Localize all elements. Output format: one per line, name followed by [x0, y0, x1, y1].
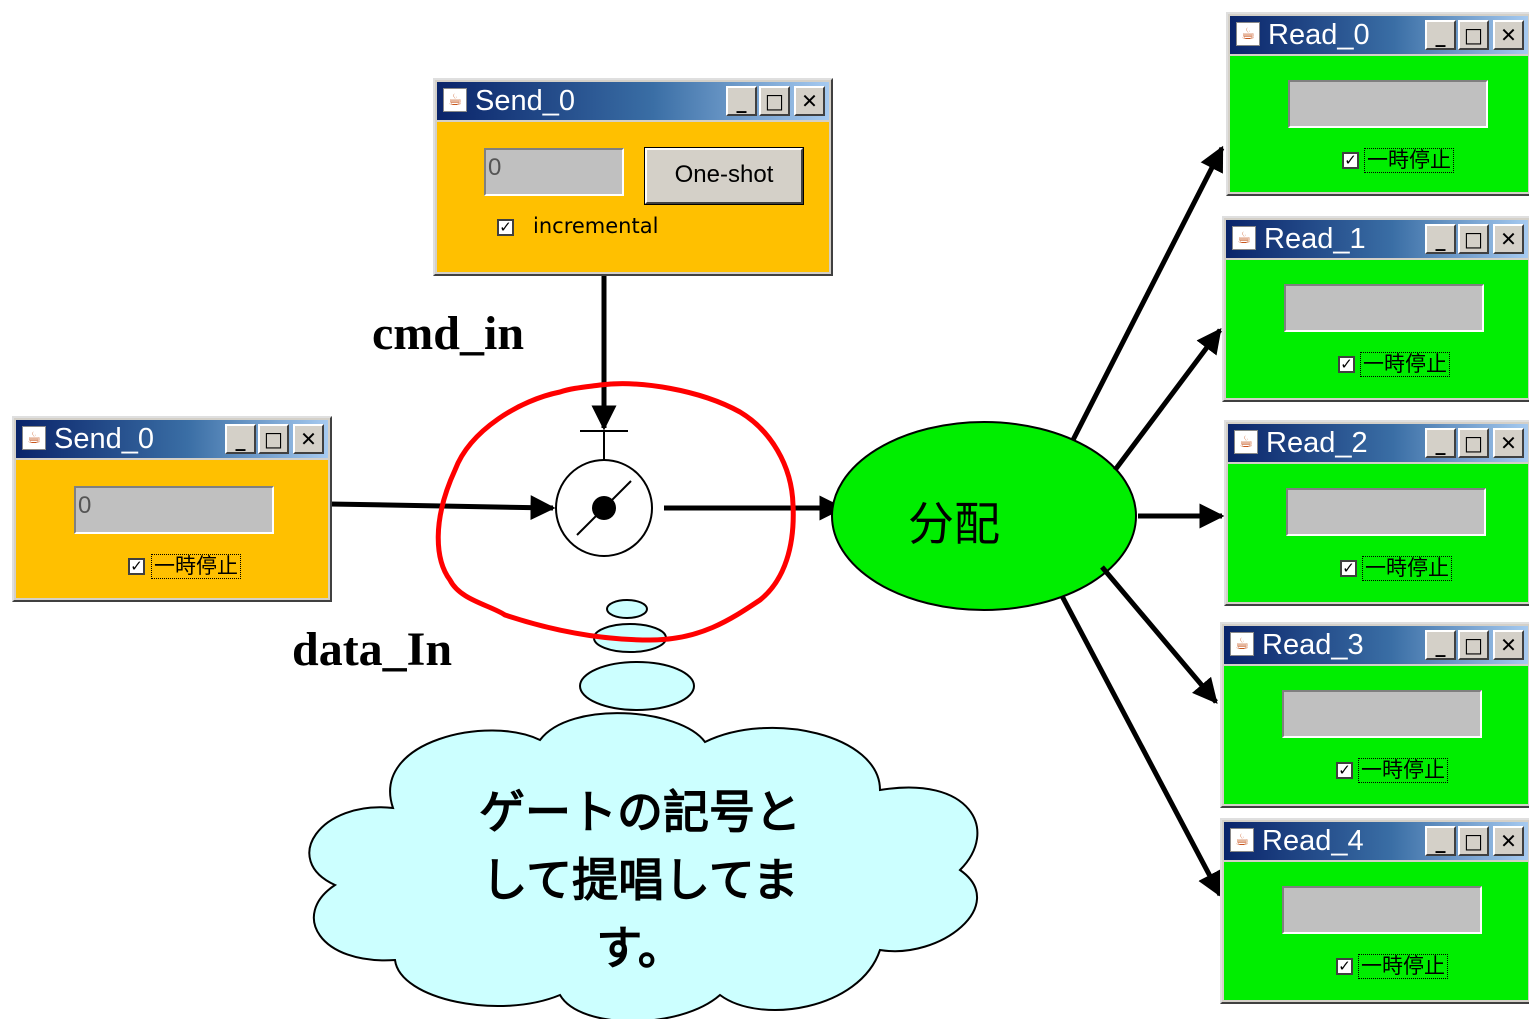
- data-in-label: data_In: [292, 623, 453, 676]
- value-field[interactable]: 0: [74, 486, 274, 534]
- pause-checkbox[interactable]: ✓: [1336, 958, 1353, 975]
- window-title: Read_3: [1262, 629, 1364, 661]
- title-bar[interactable]: ☕ Send_0 _ □ ✕: [16, 420, 328, 458]
- close-button[interactable]: ✕: [1493, 826, 1524, 856]
- cmd-in-label: cmd_in: [372, 307, 525, 360]
- java-cup-icon: ☕: [1234, 430, 1258, 454]
- incremental-checkbox[interactable]: ✓: [497, 219, 514, 236]
- cloud-caption-line-2: して提唱してま: [481, 853, 799, 907]
- thought-bubble-small: [606, 599, 648, 619]
- minimize-button[interactable]: _: [1425, 826, 1456, 856]
- java-cup-icon: ☕: [1232, 226, 1256, 250]
- send-window-top: ☕ Send_0 _ □ ✕ 0 One-shot ✓ incremental: [433, 78, 833, 276]
- value-field: [1282, 690, 1482, 738]
- pause-checkbox[interactable]: ✓: [1338, 356, 1355, 373]
- window-body: ✓ 一時停止: [1224, 862, 1528, 1000]
- window-body: ✓ 一時停止: [1228, 464, 1528, 602]
- value-field[interactable]: 0: [484, 148, 624, 196]
- cloud-shape: [308, 712, 979, 1019]
- value-field: [1288, 80, 1488, 128]
- gate-switch: [576, 480, 632, 536]
- title-bar[interactable]: ☕ Read_0 _ □ ✕: [1230, 16, 1528, 54]
- title-bar[interactable]: ☕ Send_0 _ □ ✕: [437, 82, 829, 120]
- read-window-2: ☕ Read_2 _ □ ✕ ✓ 一時停止: [1224, 420, 1529, 606]
- minimize-button[interactable]: _: [1425, 428, 1456, 458]
- maximize-button[interactable]: □: [1458, 20, 1489, 50]
- thought-bubble-large: [579, 661, 695, 711]
- cloud-caption-line-3: す。: [596, 921, 684, 975]
- fanout-arrow-4: [1059, 594, 1223, 898]
- read-window-4: ☕ Read_4 _ □ ✕ ✓ 一時停止: [1220, 818, 1529, 1004]
- maximize-button[interactable]: □: [258, 424, 289, 454]
- pause-label: 一時停止: [1358, 758, 1448, 783]
- window-title: Read_0: [1268, 19, 1370, 51]
- incremental-label: incremental: [533, 214, 659, 238]
- window-body: 0 ✓ 一時停止: [16, 460, 328, 598]
- pause-label: 一時停止: [1364, 148, 1454, 173]
- pause-label: 一時停止: [151, 554, 241, 579]
- value-field: [1282, 886, 1482, 934]
- pause-checkbox[interactable]: ✓: [1342, 152, 1359, 169]
- close-button[interactable]: ✕: [1493, 20, 1524, 50]
- one-shot-button[interactable]: One-shot: [644, 147, 804, 205]
- window-title: Read_1: [1264, 223, 1366, 255]
- minimize-button[interactable]: _: [1425, 20, 1456, 50]
- window-body: 0 One-shot ✓ incremental: [437, 122, 829, 272]
- title-bar[interactable]: ☕ Read_3 _ □ ✕: [1224, 626, 1528, 664]
- cloud-caption: ゲートの記号と して提唱してま す。: [420, 778, 860, 982]
- maximize-button[interactable]: □: [1458, 630, 1489, 660]
- java-cup-icon: ☕: [1236, 22, 1260, 46]
- title-bar[interactable]: ☕ Read_2 _ □ ✕: [1228, 424, 1528, 462]
- java-cup-icon: ☕: [1230, 632, 1254, 656]
- java-cup-icon: ☕: [1230, 828, 1254, 852]
- value-field: [1284, 284, 1484, 332]
- maximize-button[interactable]: □: [1458, 826, 1489, 856]
- title-bar[interactable]: ☕ Read_1 _ □ ✕: [1226, 220, 1528, 258]
- maximize-button[interactable]: □: [759, 86, 790, 116]
- java-cup-icon: ☕: [22, 426, 46, 450]
- highlight-ring: [435, 381, 796, 643]
- window-title: Read_4: [1262, 825, 1364, 857]
- pause-checkbox[interactable]: ✓: [128, 558, 145, 575]
- close-button[interactable]: ✕: [794, 86, 825, 116]
- value-field: [1286, 488, 1486, 536]
- window-body: ✓ 一時停止: [1226, 260, 1528, 398]
- pause-label: 一時停止: [1360, 352, 1450, 377]
- minimize-button[interactable]: _: [1425, 224, 1456, 254]
- send-window-left: ☕ Send_0 _ □ ✕ 0 ✓ 一時停止: [12, 416, 332, 602]
- maximize-button[interactable]: □: [1458, 428, 1489, 458]
- window-body: ✓ 一時停止: [1230, 56, 1528, 192]
- cloud-caption-line-1: ゲートの記号と: [479, 785, 801, 839]
- pause-checkbox[interactable]: ✓: [1336, 762, 1353, 779]
- pause-label: 一時停止: [1358, 954, 1448, 979]
- java-cup-icon: ☕: [443, 88, 467, 112]
- read-window-0: ☕ Read_0 _ □ ✕ ✓ 一時停止: [1226, 12, 1529, 196]
- pause-checkbox[interactable]: ✓: [1340, 560, 1357, 577]
- minimize-button[interactable]: _: [726, 86, 757, 116]
- window-title: Read_2: [1266, 427, 1368, 459]
- minimize-button[interactable]: _: [225, 424, 256, 454]
- distribute-label: 分配: [908, 497, 1000, 551]
- fanout-arrow-3: [1100, 565, 1218, 704]
- window-body: ✓ 一時停止: [1224, 666, 1528, 804]
- title-bar[interactable]: ☕ Read_4 _ □ ✕: [1224, 822, 1528, 860]
- distribute-node: [831, 421, 1137, 611]
- close-button[interactable]: ✕: [1493, 224, 1524, 254]
- maximize-button[interactable]: □: [1458, 224, 1489, 254]
- close-button[interactable]: ✕: [1493, 428, 1524, 458]
- window-title: Send_0: [475, 85, 575, 117]
- pause-label: 一時停止: [1362, 556, 1452, 581]
- read-window-1: ☕ Read_1 _ □ ✕ ✓ 一時停止: [1222, 216, 1529, 402]
- read-window-3: ☕ Read_3 _ □ ✕ ✓ 一時停止: [1220, 622, 1529, 808]
- close-button[interactable]: ✕: [1493, 630, 1524, 660]
- close-button[interactable]: ✕: [293, 424, 324, 454]
- fanout-arrow-0: [1070, 145, 1225, 442]
- fanout-arrow-1: [1113, 328, 1222, 472]
- window-title: Send_0: [54, 423, 154, 455]
- minimize-button[interactable]: _: [1425, 630, 1456, 660]
